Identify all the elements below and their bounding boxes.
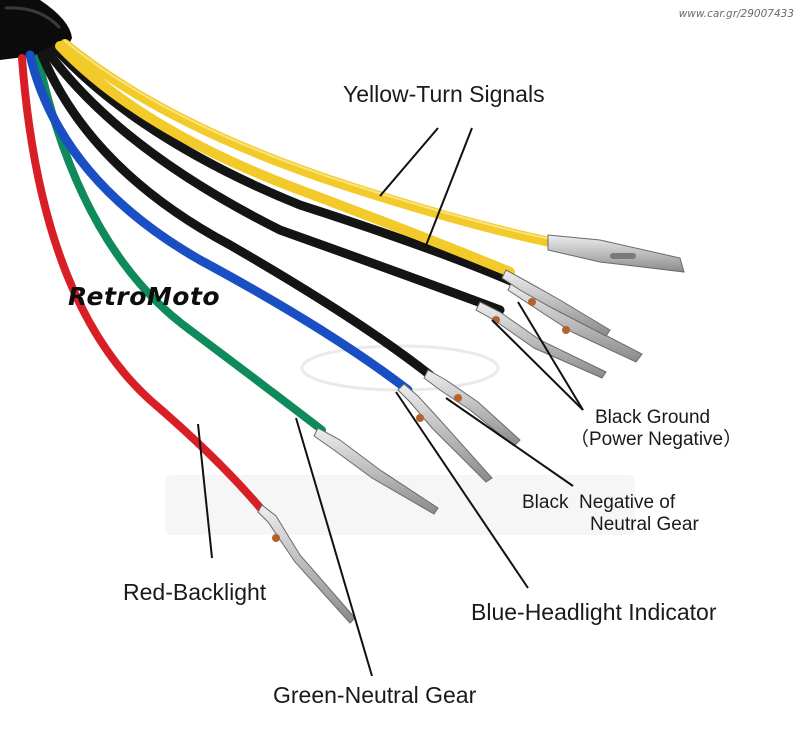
label-green-neutral-gear: Green-Neutral Gear <box>273 682 477 708</box>
black-wire-ground-1 <box>43 47 505 315</box>
green-terminal <box>313 427 439 515</box>
black-wire-neutral <box>37 50 435 380</box>
yellow-terminal-slot <box>610 253 636 259</box>
black-wire-ground-2 <box>50 43 525 290</box>
ground-leader-2 <box>491 319 584 411</box>
leader-lines <box>197 127 584 677</box>
label-yellow-turn-signals: Yellow-Turn Signals <box>343 81 545 107</box>
label-red-backlight: Red-Backlight <box>123 579 267 605</box>
black-ground-terminal-1 <box>475 301 607 379</box>
ground-leader-1 <box>517 301 584 411</box>
green-wire <box>34 54 326 434</box>
blue-wire <box>25 50 413 395</box>
sheath-highlight <box>4 6 62 30</box>
yellow-wire-1 <box>55 41 515 277</box>
yellow-leader-1 <box>379 127 439 197</box>
green-leader <box>295 417 373 677</box>
label-power-negative: （Power Negative） <box>570 429 743 450</box>
yellow-wire-2 <box>60 39 555 247</box>
yellow-terminal-1 <box>501 269 611 337</box>
blue-terminal <box>397 383 493 483</box>
wire-group <box>18 39 555 514</box>
terminal-group <box>257 234 685 624</box>
label-black-ground: Black Ground <box>595 407 711 428</box>
red-leader <box>197 423 213 559</box>
site-watermark: www.car.gr/29007433 <box>678 8 794 20</box>
label-black-negative-of: Black Negative of <box>522 492 676 513</box>
red-terminal <box>257 504 356 624</box>
label-neutral-gear-line2: Neutral Gear <box>590 514 699 535</box>
blue-leader <box>395 391 529 589</box>
label-blue-headlight-indicator: Blue-Headlight Indicator <box>471 599 717 625</box>
yellow-leader-2 <box>424 127 473 249</box>
red-wire <box>18 54 266 514</box>
brand-logo-text: RetroMoto <box>68 282 221 311</box>
neutral-leader <box>445 397 574 487</box>
